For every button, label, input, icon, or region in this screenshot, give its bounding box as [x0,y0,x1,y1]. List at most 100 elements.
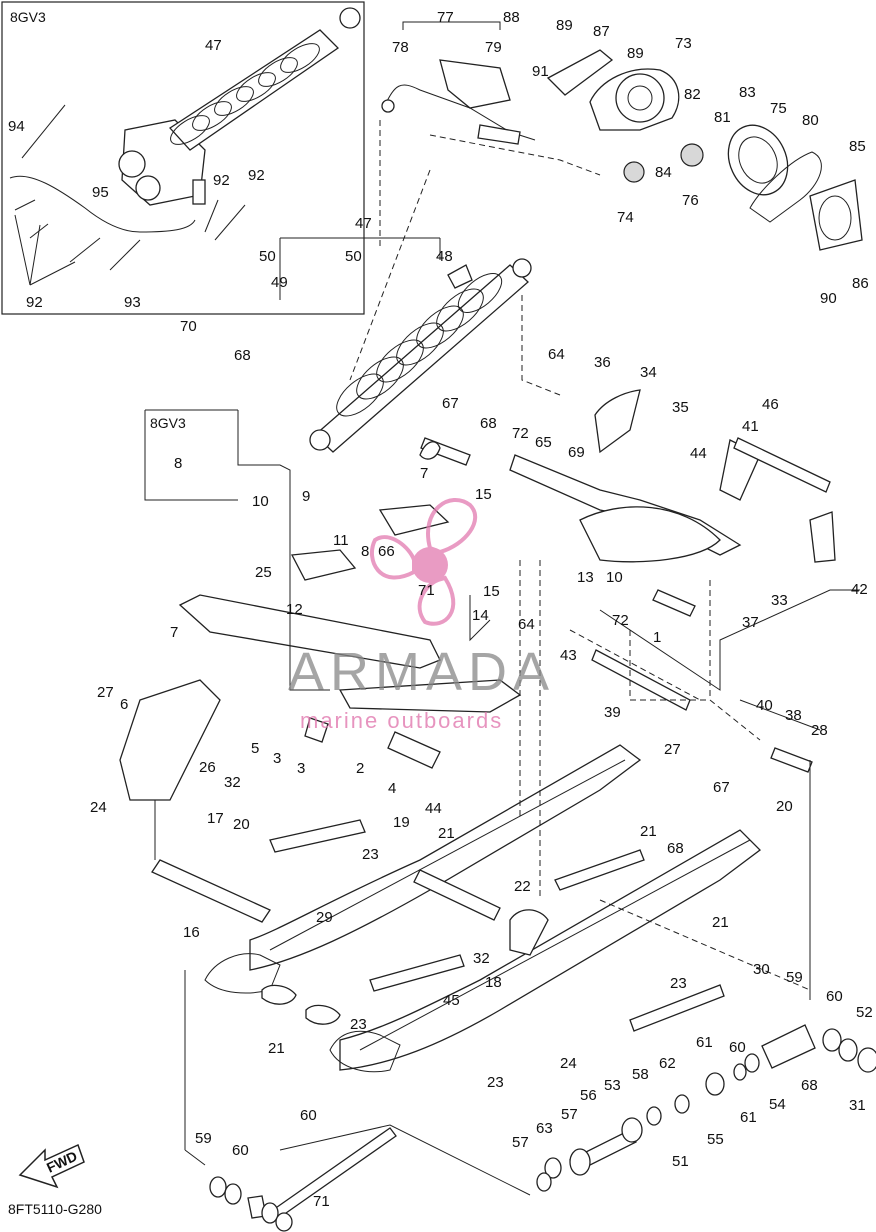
slide-rails [151,744,761,1073]
callout-label: 76 [682,192,699,209]
callout-label: 8 [174,455,182,472]
callout-label: 87 [593,23,610,40]
callout-label: 64 [548,346,565,363]
callout-label: 1 [653,629,661,646]
callout-label: 52 [856,1004,873,1021]
front-arm-assembly [119,504,522,801]
callout-label: 69 [568,444,585,461]
callout-label: 17 [207,810,224,827]
callout-label: 59 [786,969,803,986]
callout-label: 47 [205,37,222,54]
callout-label: 25 [255,564,272,581]
callout-label: 18 [485,974,502,991]
bottom-hardware [209,1024,876,1232]
callout-label: 68 [234,347,251,364]
watermark-tagline: marine outboards [300,708,503,733]
callout-label: 56 [580,1087,597,1104]
callout-label: 35 [672,399,689,416]
callout-label: 51 [672,1153,689,1170]
callout-label: 19 [393,814,410,831]
callout-label: 21 [712,914,729,931]
callout-label: 65 [535,434,552,451]
callout-label: 39 [604,704,621,721]
callout-label: 16 [183,924,200,941]
callout-label: 28 [811,722,828,739]
callout-label: 77 [437,9,454,26]
callout-label: 95 [92,184,109,201]
callout-label: 24 [560,1055,577,1072]
callout-label: 70 [180,318,197,335]
callout-label: 68 [667,840,684,857]
callout-label: 68 [480,415,497,432]
callout-label: 78 [392,39,409,56]
callout-label: 2 [356,760,364,777]
callout-label: 23 [487,1074,504,1091]
callout-label: 29 [316,909,333,926]
callout-label: 21 [268,1040,285,1057]
callout-label: 42 [851,581,868,598]
callout-label: 43 [560,647,577,664]
callout-label: 54 [769,1096,786,1113]
callout-label: 48 [436,248,453,265]
callout-label: 72 [512,425,529,442]
leader-lines [144,120,860,1196]
callout-label: 71 [313,1193,330,1210]
callout-label: 53 [604,1077,621,1094]
callout-label: 58 [632,1066,649,1083]
callout-label: 12 [286,601,303,618]
callout-label: 21 [438,825,455,842]
callout-label: 32 [224,774,241,791]
callout-label: 61 [740,1109,757,1126]
callout-label: 46 [762,396,779,413]
callout-label: 85 [849,138,866,155]
callout-label: 89 [556,17,573,34]
propeller-logo [369,498,478,626]
callout-label: 92 [213,172,230,189]
callout-label: 8 [361,543,369,560]
callout-label: 93 [124,294,141,311]
callout-label: 61 [696,1034,713,1051]
callout-label: 15 [475,486,492,503]
callout-label: 71 [418,582,435,599]
diagram-code: 8FT5110-G280 [8,1201,102,1217]
gear-assembly [381,21,863,251]
callout-label: 50 [345,248,362,265]
callout-label: 60 [232,1142,249,1159]
callout-label: 92 [248,167,265,184]
callout-label: 15 [483,583,500,600]
callout-label: 5 [251,740,259,757]
callout-label: 67 [442,395,459,412]
callout-label: 89 [627,45,644,62]
callout-label: 60 [826,988,843,1005]
callout-label: 23 [350,1016,367,1033]
callout-label: 22 [514,878,531,895]
callout-label: 36 [594,354,611,371]
callout-label: 45 [443,992,460,1009]
callout-label: 57 [561,1106,578,1123]
callout-label: 24 [90,799,107,816]
callout-label: 38 [785,707,802,724]
callout-label: 49 [271,274,288,291]
callout-label: 60 [729,1039,746,1056]
callout-numbers: 77 88 89 87 78 79 91 89 73 82 81 83 75 8… [8,9,873,1210]
callout-label: 59 [195,1130,212,1147]
callout-label: 14 [472,607,489,624]
callout-label: 44 [690,445,707,462]
main-shock-absorber [309,258,532,453]
inset-mid-label: 8GV3 [150,415,186,431]
callout-label: 94 [8,118,25,135]
callout-label: 20 [233,816,250,833]
inset-box-top: 8GV3 [1,1,365,315]
callout-label: 21 [640,823,657,840]
callout-label: 64 [518,616,535,633]
callout-label: 86 [852,275,869,292]
callout-label: 63 [536,1120,553,1137]
callout-label: 88 [503,9,520,26]
watermark: ARMADA marine outboards [288,498,549,733]
callout-label: 10 [252,493,269,510]
callout-label: 20 [776,798,793,815]
callout-label: 91 [532,63,549,80]
callout-label: 23 [362,846,379,863]
callout-label: 3 [297,760,305,777]
